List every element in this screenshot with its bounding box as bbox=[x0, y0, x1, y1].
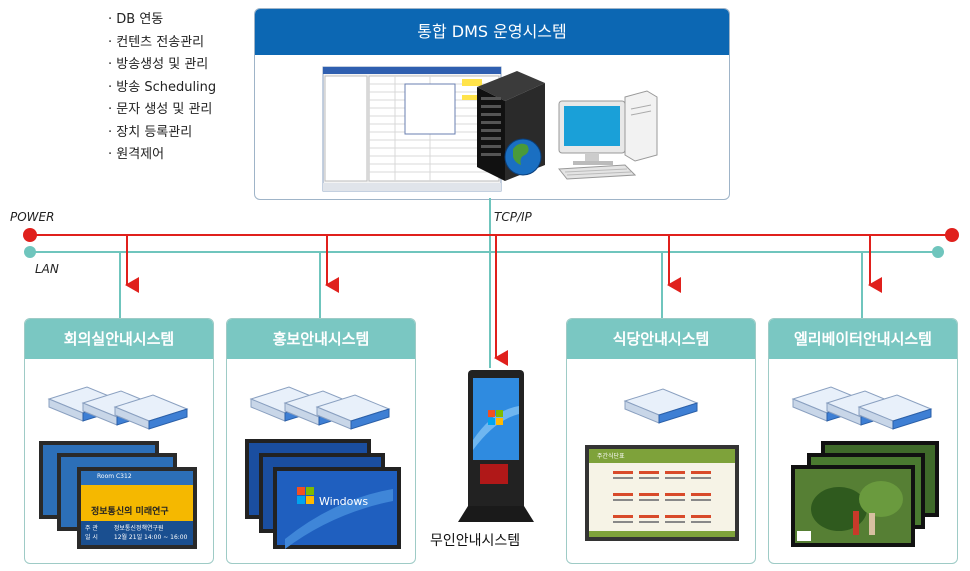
meeting-room-devices bbox=[39, 386, 197, 549]
meeting-row1-label: 주 관 bbox=[85, 525, 98, 532]
set-top-box-icon bbox=[249, 386, 391, 430]
lan-endpoint bbox=[932, 246, 944, 258]
elevator-devices bbox=[791, 386, 939, 547]
windows-display-icon bbox=[245, 439, 401, 549]
feature-item: 컨텐츠 전송관리 bbox=[108, 32, 216, 55]
promotion-system-box: 홍보안내시스템 Windows bbox=[226, 318, 416, 564]
dms-system-box: 통합 DMS 운영시스템 bbox=[254, 8, 730, 200]
cafeteria-system-box: 식당안내시스템 주간식단표 bbox=[566, 318, 756, 564]
meeting-row1-value: 정보통신정책연구원 bbox=[113, 525, 164, 532]
set-top-box-icon bbox=[47, 386, 189, 430]
meeting-row2-label: 일 시 bbox=[85, 534, 98, 541]
feature-item: DB 연동 bbox=[108, 9, 216, 32]
kiosk-icon bbox=[458, 370, 534, 522]
cafeteria-devices bbox=[585, 388, 739, 541]
server-icon bbox=[477, 71, 545, 181]
meeting-room-system-box: 회의실안내시스템 Room C312 정보통신의 미래연구 주 관 정보통신정책… bbox=[24, 318, 214, 564]
power-label: POWER bbox=[10, 210, 55, 224]
video-display-icon bbox=[791, 441, 939, 547]
meeting-row2-value: 12월 21일 14:00 ~ 16:00 bbox=[113, 534, 188, 541]
power-line bbox=[30, 234, 952, 366]
set-top-box-icon bbox=[623, 388, 699, 424]
dms-illustration bbox=[322, 66, 658, 192]
feature-item: 방송생성 및 관리 bbox=[108, 54, 216, 77]
feature-item: 방송 Scheduling bbox=[108, 77, 216, 100]
menu-display-icon bbox=[585, 445, 739, 541]
menu-header: 주간식단표 bbox=[597, 453, 625, 460]
meeting-headline: 정보통신의 미래연구 bbox=[91, 507, 169, 517]
dms-title: 통합 DMS 운영시스템 bbox=[255, 9, 729, 55]
set-top-box-icon bbox=[791, 386, 933, 430]
info-display-icon bbox=[39, 441, 197, 549]
lan-label: LAN bbox=[35, 262, 59, 276]
elevator-system-box: 엘리베이터안내시스템 bbox=[768, 318, 958, 564]
promotion-devices bbox=[245, 386, 401, 549]
feature-item: 원격제어 bbox=[108, 144, 216, 167]
kiosk-title: 무인안내시스템 bbox=[430, 533, 521, 549]
feature-item: 문자 생성 및 관리 bbox=[108, 99, 216, 122]
cafeteria-title: 식당안내시스템 bbox=[567, 319, 755, 359]
lan-line bbox=[30, 198, 938, 368]
windows-logo-text: Windows bbox=[319, 495, 369, 508]
promotion-title: 홍보안내시스템 bbox=[227, 319, 415, 359]
feature-item: 장치 등록관리 bbox=[108, 122, 216, 145]
tcpip-label: TCP/IP bbox=[494, 210, 532, 224]
meeting-room-number: Room C312 bbox=[97, 473, 132, 480]
feature-list: DB 연동 컨텐츠 전송관리 방송생성 및 관리 방송 Scheduling 문… bbox=[108, 9, 216, 167]
meeting-room-title: 회의실안내시스템 bbox=[25, 319, 213, 359]
power-endpoint bbox=[945, 228, 959, 242]
lan-endpoint bbox=[24, 246, 36, 258]
power-endpoint bbox=[23, 228, 37, 242]
elevator-title: 엘리베이터안내시스템 bbox=[769, 319, 957, 359]
desktop-computer-icon bbox=[558, 90, 658, 180]
